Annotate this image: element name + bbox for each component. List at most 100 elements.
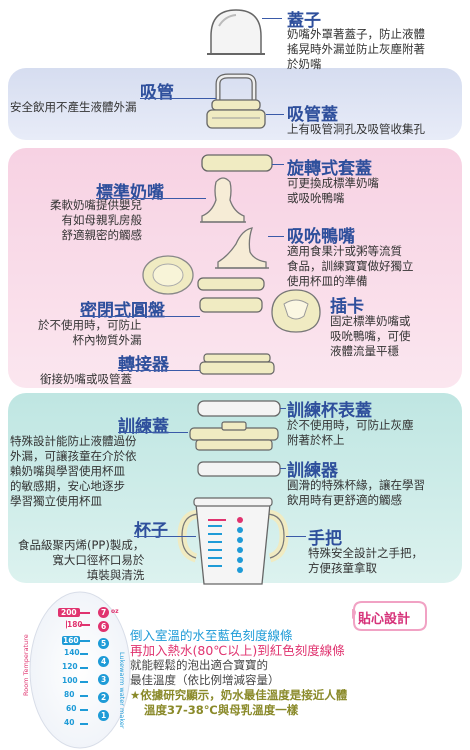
training-spout-description: 圓滑的特殊杯緣，讓在學習 飲用時有更舒適的觸感 xyxy=(287,478,425,508)
straw-desc-line: 安全飲用不產生液體外漏 xyxy=(10,100,137,114)
insert-desc-line: 固定標準奶嘴或 xyxy=(330,314,411,328)
sealing-disc-illustration xyxy=(142,255,194,295)
screw-cap-illustration xyxy=(201,154,273,172)
cup-description: 食品級聚丙烯(PP)製成， 寬大口徑杯口易於 填裝與清洗 xyxy=(18,538,144,583)
cup-desc-line: 食品級聚丙烯(PP)製成， xyxy=(18,538,145,552)
training-spout-leader-line xyxy=(280,468,286,469)
oz-mark xyxy=(98,621,109,632)
adapter-desc-line: 銜接奶嘴或吸管蓋 xyxy=(40,372,132,386)
straw-title: 吸管 xyxy=(140,83,174,103)
scale-label: 180 xyxy=(67,620,83,629)
insert-desc-line: 液體流量平穩 xyxy=(330,344,399,358)
sealing-disc-description: 於不使用時，可防止 杯內物質外漏 xyxy=(38,318,142,348)
cap-desc-line: 搖晃時外漏並防止灰塵附著 xyxy=(287,42,425,56)
training-lid-leader-line xyxy=(118,432,188,433)
disc-ring-illustration xyxy=(197,277,265,313)
duckbill-illustration xyxy=(215,227,269,269)
adapter-leader-line xyxy=(118,370,200,371)
duckbill-desc-line: 使用杯皿的準備 xyxy=(287,274,368,288)
duckbill-description: 適用食果汁或粥等流質 食品，訓練寶寶做好獨立 使用杯皿的準備 xyxy=(287,244,414,289)
room-temperature-text: Room Temperature xyxy=(22,634,30,696)
tip-line: 就能輕鬆的泡出適合寶寶的 xyxy=(130,658,268,672)
oz-mark xyxy=(98,638,109,649)
training-spout-desc-line: 圓滑的特殊杯緣，讓在學習 xyxy=(287,478,425,492)
tips-badge-shape xyxy=(352,601,427,631)
duckbill-leader-line xyxy=(268,236,284,237)
cup-cover-description: 於不使用時，可防止灰塵 附著於杯上 xyxy=(287,418,414,448)
nipple-desc-line: 舒適親密的觸感 xyxy=(61,228,143,242)
duckbill-desc-line: 適用食果汁或粥等流質 xyxy=(287,244,402,258)
tip-line: 最佳溫度（依比例增減容量） xyxy=(130,673,280,687)
straw-leader-line xyxy=(140,98,216,99)
oz-unit: oz xyxy=(111,608,119,615)
tips-text: 倒入室溫的水至藍色刻度線條 再加入熱水(80℃以上)到紅色刻度線條 就能輕鬆的泡… xyxy=(130,628,450,718)
training-spout-desc-line: 飲用時有更舒適的觸感 xyxy=(287,493,402,507)
straw-illustration xyxy=(215,73,257,104)
cup-cover-desc-line: 附著於杯上 xyxy=(287,433,345,447)
oz-label: 2 xyxy=(101,693,107,702)
scale-mark-160 xyxy=(62,636,80,645)
adapter-description: 銜接奶嘴或吸管蓋 xyxy=(40,372,132,387)
straw-cap-description: 上有吸管洞孔及吸管收集孔 xyxy=(287,122,425,137)
sealing-disc-leader-line xyxy=(80,316,200,317)
nipple-desc-line: 有如母親乳房般 xyxy=(61,213,143,227)
nipple-description: 柔軟奶嘴提供嬰兒 有如母親乳房般 舒適親密的觸感 xyxy=(50,198,142,243)
tips-badge-label: 貼心設計 xyxy=(358,612,411,627)
scale-label: 200 xyxy=(61,608,77,617)
screw-cap-desc-line: 可更換成標準奶嘴 xyxy=(287,176,379,190)
cap-title: 蓋子 xyxy=(287,11,321,31)
training-lid-desc-line: 賴奶嘴與學習使用杯皿 xyxy=(10,464,125,478)
handle-title: 手把 xyxy=(308,529,342,549)
scale-label: 80 xyxy=(64,690,75,699)
cap-description: 奶嘴外罩著蓋子，防止液體 搖晃時外漏並防止灰塵附著 於奶嘴 xyxy=(287,27,425,72)
tip-line-research: ★依據研究顯示，奶水最佳溫度是接近人體 xyxy=(130,688,348,702)
oz-mark xyxy=(98,674,109,685)
training-spout-title: 訓練器 xyxy=(287,461,338,481)
scale-label: 40 xyxy=(64,718,75,727)
oz-mark xyxy=(98,710,109,721)
cap-illustration xyxy=(207,9,265,55)
straw-cap-title: 吸管蓋 xyxy=(287,105,338,125)
scale-label: 140 xyxy=(64,648,80,657)
oz-label: 1 xyxy=(101,711,107,720)
oz-label: 6 xyxy=(101,622,107,631)
training-spout-illustration xyxy=(197,461,281,477)
oz-label: 7 xyxy=(101,608,107,617)
scale-label: 60 xyxy=(66,704,77,713)
cup-desc-line: 填裝與清洗 xyxy=(86,568,145,582)
insert-title: 插卡 xyxy=(330,297,364,317)
scale-label: 160 xyxy=(63,636,79,645)
straw-cap-illustration xyxy=(206,99,266,129)
training-lid-desc-line: 特殊設計能防止液體過份 xyxy=(10,434,137,448)
straw-cap-desc-line: 上有吸管洞孔及吸管收集孔 xyxy=(287,122,425,136)
screw-cap-desc-line: 或吸吮鴨嘴 xyxy=(287,191,345,205)
scale-mark-200 xyxy=(58,608,80,617)
oz-label: 5 xyxy=(101,639,107,648)
cup-cover-desc-line: 於不使用時，可防止灰塵 xyxy=(287,418,414,432)
straw-description: 安全飲用不產生液體外漏 xyxy=(10,100,137,115)
sealing-disc-desc-line: 於不使用時，可防止 xyxy=(38,318,142,332)
cup-leader-line xyxy=(134,536,196,537)
oz-label: 4 xyxy=(101,657,107,666)
training-lid-desc-line: 的敏感期，安心地逐步 xyxy=(10,479,125,493)
cap-leader-line xyxy=(262,18,282,19)
scale-label: 100 xyxy=(62,676,78,685)
nipple-desc-line: 柔軟奶嘴提供嬰兒 xyxy=(50,198,142,212)
lukewarm-text: Lukewarm water maker xyxy=(118,652,126,729)
insert-illustration xyxy=(271,289,321,333)
cap-desc-line: 奶嘴外罩著蓋子，防止液體 xyxy=(287,27,425,41)
cup-desc-line: 寬大口徑杯口易於 xyxy=(52,553,145,567)
screw-cap-leader-line xyxy=(272,164,284,165)
insert-description: 固定標準奶嘴或 吸吮鴨嘴，可使 液體流量平穩 xyxy=(330,314,411,359)
training-lid-illustration xyxy=(189,421,279,451)
insert-desc-line: 吸吮鴨嘴，可使 xyxy=(330,329,411,343)
oz-label: 3 xyxy=(101,675,107,684)
screw-cap-title: 旋轉式套蓋 xyxy=(287,159,372,179)
tip-line-research: 溫度37-38℃與母乳溫度一樣 xyxy=(144,703,299,717)
cup-cover-illustration xyxy=(197,400,281,417)
straw-cap-leader-line xyxy=(266,114,284,115)
handle-desc-line: 方便孩童拿取 xyxy=(308,561,377,575)
nipple-leader-line xyxy=(96,198,206,199)
nipple-illustration xyxy=(200,177,246,223)
cup-cover-leader-line xyxy=(280,408,286,409)
